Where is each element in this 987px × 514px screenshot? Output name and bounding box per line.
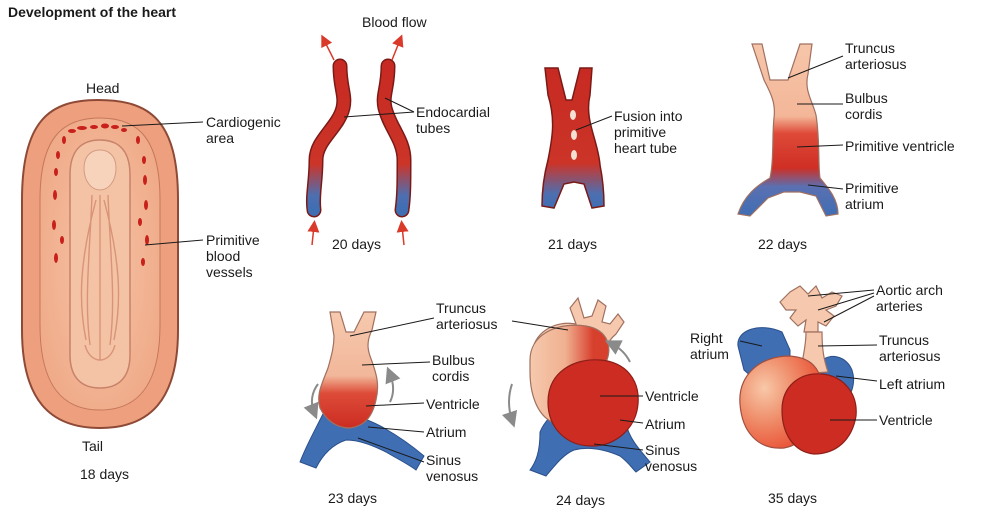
figure-title: Development of the heart — [8, 4, 176, 20]
label-cardiogenic-area: Cardiogenic area — [206, 114, 281, 146]
label-ventricle-35: Ventricle — [879, 412, 933, 428]
label-endocardial-tubes: Endocardial tubes — [416, 104, 490, 136]
label-sinus-venosus-23: Sinus venosus — [426, 452, 478, 484]
label-ventricle-23: Ventricle — [426, 396, 480, 412]
label-truncus-arteriosus-22: Truncus arteriosus — [845, 40, 906, 72]
embryo-18-days — [22, 100, 203, 428]
heart-35-days — [738, 286, 877, 454]
label-ventricle-24: Ventricle — [645, 388, 699, 404]
primitive-heart-tube-21-days — [542, 68, 612, 208]
label-primitive-atrium-22: Primitive atrium — [845, 180, 899, 212]
label-blood-flow: Blood flow — [362, 14, 427, 30]
label-bulbus-cordis-22: Bulbus cordis — [845, 90, 888, 122]
stage-21-days: 21 days — [548, 236, 597, 252]
heart-23-days — [300, 312, 434, 470]
label-truncus-arteriosus-23: Truncus arteriosus — [436, 300, 497, 332]
stage-24-days: 24 days — [556, 492, 605, 508]
label-aortic-arch-arteries: Aortic arch arteries — [876, 282, 943, 314]
stage-22-days: 22 days — [758, 236, 807, 252]
label-atrium-24: Atrium — [645, 416, 685, 432]
endocardial-tubes-20-days — [312, 40, 414, 245]
stage-18-days: 18 days — [80, 466, 129, 482]
label-bulbus-cordis-23: Bulbus cordis — [432, 352, 475, 384]
stage-20-days: 20 days — [332, 236, 381, 252]
heart-24-days — [509, 298, 650, 476]
label-atrium-23: Atrium — [426, 424, 466, 440]
label-right-atrium-35: Right atrium — [690, 330, 729, 362]
stage-35-days: 35 days — [768, 490, 817, 506]
label-primitive-ventricle-22: Primitive ventricle — [845, 138, 955, 154]
label-tail: Tail — [82, 438, 103, 454]
label-truncus-arteriosus-35: Truncus arteriosus — [879, 332, 940, 364]
label-head: Head — [86, 80, 119, 96]
label-fusion-primitive-heart-tube: Fusion into primitive heart tube — [614, 108, 682, 156]
stage-23-days: 23 days — [328, 490, 377, 506]
label-left-atrium-35: Left atrium — [879, 376, 945, 392]
label-sinus-venosus-24: Sinus venosus — [645, 442, 697, 474]
heart-22-days — [738, 44, 843, 216]
label-primitive-blood-vessels: Primitive blood vessels — [206, 232, 260, 280]
